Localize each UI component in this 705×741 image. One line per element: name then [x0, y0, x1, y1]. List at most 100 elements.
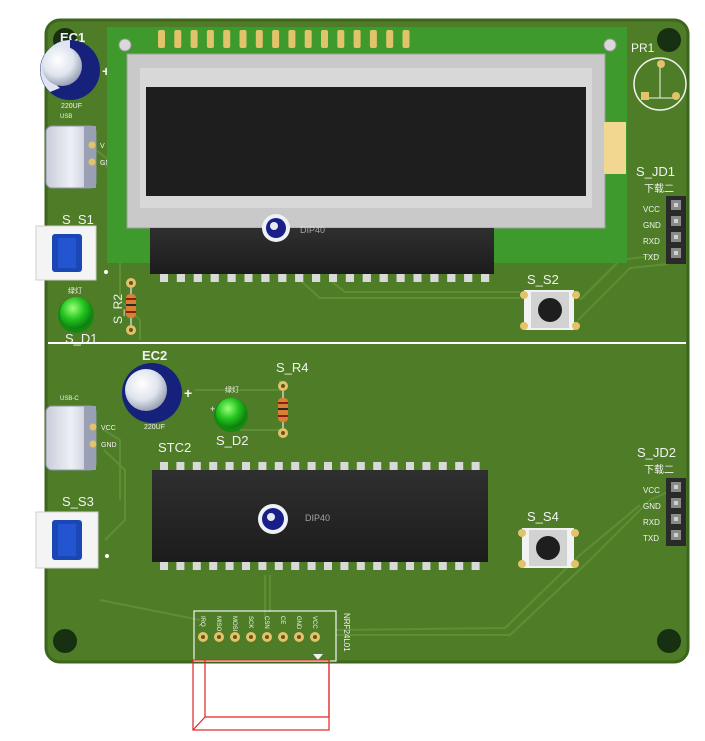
button-s-s4: S_S4	[518, 509, 579, 568]
nrf-pin-hole	[217, 635, 221, 639]
chip-pin	[345, 274, 354, 282]
chip-pin	[291, 462, 300, 470]
resistor-s-r4: S_R4	[276, 360, 309, 438]
nrf-pin-label: VCC	[311, 616, 317, 629]
s-jd2-label: S_JD2	[637, 445, 676, 460]
lcd-pin	[304, 30, 312, 48]
ec2-value: 220UF	[144, 424, 165, 431]
lcd-header-pins	[152, 27, 414, 49]
s-jd2-pin-gnd: GND	[643, 502, 661, 511]
chip-pin	[422, 462, 431, 470]
chip-pin	[389, 562, 398, 570]
lcd-pin-row	[158, 30, 410, 48]
s-jd2-pin-vcc: VCC	[643, 486, 660, 495]
chip-pin	[430, 274, 439, 282]
chip-pin	[373, 562, 382, 570]
capacitor-ec2: EC2 + 220UF	[122, 348, 192, 431]
chip-pin	[210, 274, 219, 282]
s-jd2-sub: 下载二	[644, 464, 674, 476]
lcd-chip-text: DIP40	[300, 225, 325, 235]
chip-pin	[471, 562, 480, 570]
led-s-d1: 绿灯 S_D1	[58, 286, 98, 346]
chip-pin	[356, 562, 365, 570]
lcd-pin	[206, 30, 214, 48]
nrf-pin-label: MISO	[215, 616, 221, 632]
chip-pin	[471, 462, 480, 470]
pr1-label: PR1	[631, 41, 655, 55]
chip-pin	[209, 462, 218, 470]
usb1-pin-v: V	[100, 143, 105, 150]
lcd-pin	[337, 30, 345, 48]
switch-s-s1: S_S1	[35, 212, 108, 281]
chip-pin	[242, 462, 250, 470]
chip-pin	[258, 562, 267, 570]
lcd-pin	[386, 30, 394, 48]
chip-pin	[192, 562, 201, 570]
chip-pin	[193, 274, 202, 282]
chip-pin	[291, 562, 300, 570]
chip-pin	[176, 274, 185, 282]
s-d2-label: S_D2	[216, 433, 249, 448]
capacitor-ec1: EC1 + 220UF	[40, 30, 110, 110]
lcd-pin	[174, 30, 182, 48]
chip-pin	[209, 562, 218, 570]
chip-pin	[278, 274, 287, 282]
svg-text:+: +	[102, 63, 110, 79]
chip-pin	[455, 462, 464, 470]
nrf-pin-label: CE	[279, 616, 285, 624]
chip-pin	[455, 562, 464, 570]
nrf-pin-hole	[249, 635, 253, 639]
dip40-chip-stc2: STC2 DIP40	[152, 440, 488, 570]
s-d1-label: S_D1	[65, 331, 98, 346]
stc2-chip-text: DIP40	[305, 513, 330, 523]
svg-text:+: +	[210, 404, 215, 414]
s-jd1-pin-vcc: VCC	[643, 205, 660, 214]
chip-pin	[225, 462, 234, 470]
lcd-pin	[321, 30, 328, 48]
s-jd1-label: S_JD1	[636, 164, 675, 179]
s-d1-note: 绿灯	[68, 286, 82, 295]
nrf-pin-hole	[297, 635, 301, 639]
chip-pin	[176, 462, 185, 470]
chip-pin	[176, 562, 185, 570]
chip-pin	[422, 562, 431, 570]
potentiometer-pr1: PR1	[631, 41, 687, 111]
chip-pin	[356, 462, 365, 470]
module-outline	[192, 659, 330, 731]
usb2-pin-vcc: VCC	[101, 425, 116, 432]
lcd-pin	[158, 30, 165, 48]
chip-pin	[160, 562, 168, 570]
chip-pin	[389, 462, 398, 470]
chip-pin	[396, 274, 405, 282]
chip-pin	[225, 562, 234, 570]
nrf-pin-hole	[265, 635, 269, 639]
chip-pin	[307, 562, 316, 570]
header-pin-tip	[674, 501, 678, 505]
chip-pin	[329, 274, 337, 282]
chip-pin	[406, 562, 414, 570]
chip-pin	[447, 274, 456, 282]
nrf-pin-label: CSN	[263, 616, 269, 629]
chip-pin	[438, 462, 447, 470]
usb-connector-2: USB-C VCC GND	[45, 396, 117, 471]
chip-pin	[274, 562, 283, 570]
chip-pin	[340, 562, 349, 570]
usb2-pin-gnd: GND	[101, 442, 117, 449]
nrf-pin-hole	[201, 635, 205, 639]
header-pin-tip	[674, 203, 678, 207]
lcd-pin	[369, 30, 377, 48]
header-pin-tip	[674, 219, 678, 223]
lcd-screen	[146, 87, 586, 196]
svg-text:+: +	[184, 385, 192, 401]
nrf-label: NRF24L01	[342, 613, 351, 652]
lcd-pin	[239, 30, 247, 48]
lcd-pin	[402, 30, 410, 48]
chip-pin	[227, 274, 236, 282]
led-s-d2: 绿灯 + S_D2	[210, 385, 249, 448]
chip-pin	[160, 274, 168, 282]
nrf-pin-hole	[281, 635, 285, 639]
usb2-label: USB-C	[60, 396, 79, 402]
header-s-jd2: S_JD2 下载二 VCC GND RXD TXD	[637, 445, 686, 546]
chip-pin	[373, 462, 382, 470]
